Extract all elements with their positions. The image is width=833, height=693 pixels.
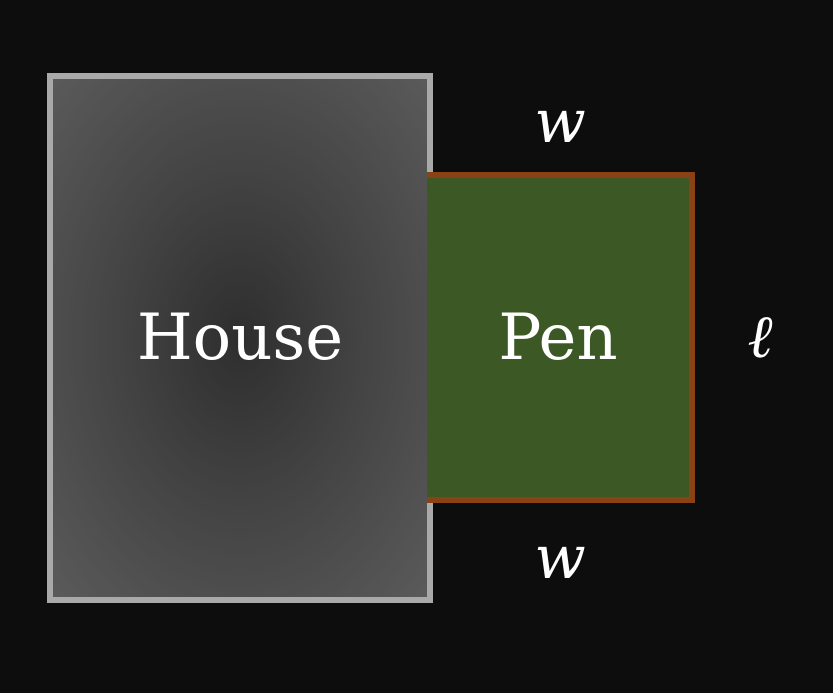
width-label-bottom: w xyxy=(534,523,586,593)
house-rect: House xyxy=(47,73,433,603)
width-label-top: w xyxy=(534,87,586,157)
house-label: House xyxy=(136,301,344,375)
pen-label: Pen xyxy=(498,300,618,375)
length-label: ℓ xyxy=(747,302,773,372)
pen-rect: Pen xyxy=(427,172,695,503)
